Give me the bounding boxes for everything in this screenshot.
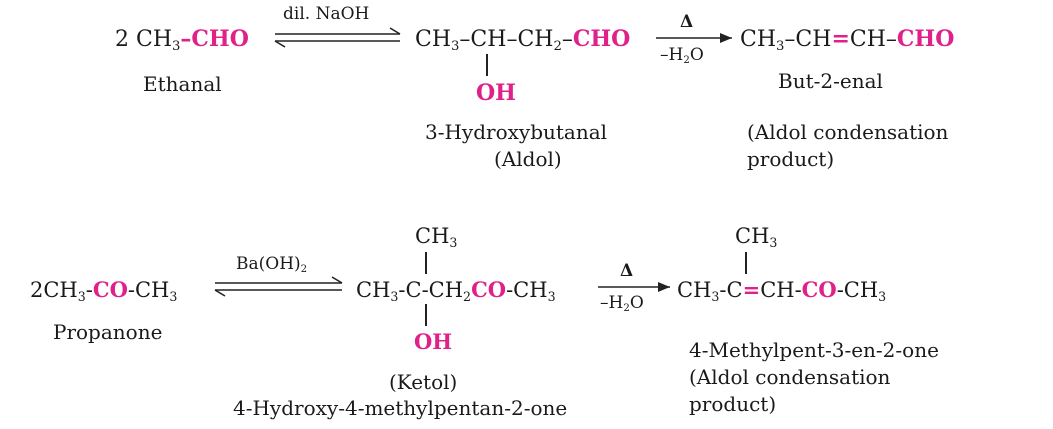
water-loss-1: –H2O bbox=[660, 45, 704, 67]
aldol-oh-bond bbox=[486, 54, 488, 76]
product2-methyl-bond bbox=[745, 252, 747, 274]
propanone-label: Propanone bbox=[53, 320, 163, 344]
methylpentenone-label: 4-Methylpent-3-en-2-one bbox=[689, 338, 939, 362]
heat-symbol-2: Δ bbox=[620, 261, 634, 281]
product-note-1a: (Aldol condensation bbox=[747, 120, 949, 144]
propanone-formula: 2CH3-CO-CH3 bbox=[30, 277, 178, 304]
ketol-methyl-top: CH3 bbox=[415, 224, 458, 250]
aldol-oh: OH bbox=[476, 80, 516, 106]
ethanal-label: Ethanal bbox=[143, 72, 222, 96]
but-2-enal-label: But-2-enal bbox=[778, 69, 883, 93]
product2-methyl-top: CH3 bbox=[735, 224, 778, 250]
ketol-oh: OH bbox=[414, 329, 453, 354]
product-note-1b: product) bbox=[747, 147, 835, 171]
ethanal-formula: 2 CH3–CHO bbox=[115, 26, 249, 54]
aldol-common-name: (Aldol) bbox=[494, 147, 562, 171]
aldol-formula: CH3–CH–CH2–CHO bbox=[415, 26, 631, 54]
ketol-formula: CH3-C-CH2CO-CH3 bbox=[356, 277, 556, 304]
ketol-methyl-bond bbox=[425, 252, 427, 274]
product-note-2a: (Aldol condensation bbox=[689, 365, 891, 389]
condition-ba-oh-2: Ba(OH)2 bbox=[236, 254, 308, 276]
ketol-name: 4-Hydroxy-4-methylpentan-2-one bbox=[233, 396, 568, 420]
water-loss-2: –H2O bbox=[600, 293, 644, 315]
ketol-common-name: (Ketol) bbox=[389, 370, 458, 394]
methylpentenone-formula: CH3-C=CH-CO-CH3 bbox=[677, 277, 887, 304]
product-note-2b: product) bbox=[689, 392, 777, 416]
heat-symbol-1: Δ bbox=[680, 12, 694, 32]
ketol-oh-bond bbox=[425, 304, 427, 326]
condition-dil-naoh: dil. NaOH bbox=[283, 4, 370, 24]
but-2-enal-formula: CH3–CH=CH–CHO bbox=[740, 26, 955, 54]
aldol-name: 3-Hydroxybutanal bbox=[425, 120, 608, 144]
